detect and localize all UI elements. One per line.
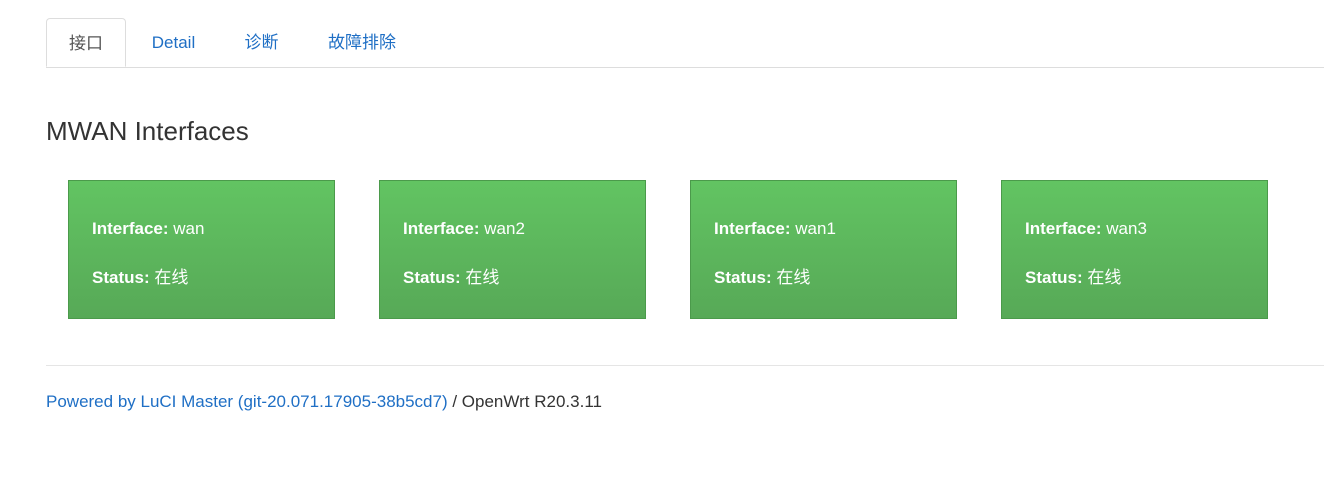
- status-value: 在线: [776, 268, 811, 287]
- status-value: 在线: [465, 268, 500, 287]
- footer-separator: /: [447, 392, 462, 411]
- interface-card-wan: Interface: wan Status: 在线: [68, 180, 335, 319]
- page-title: MWAN Interfaces: [46, 116, 249, 146]
- interface-card-wan1: Interface: wan1 Status: 在线: [690, 180, 957, 319]
- status-value: 在线: [154, 268, 189, 287]
- firmware-version: OpenWrt R20.3.11: [461, 392, 602, 411]
- footer-divider: [46, 365, 1324, 366]
- tab-troubleshooting[interactable]: 故障排除: [328, 33, 396, 52]
- status-label: Status:: [403, 268, 461, 287]
- interface-card-wan2: Interface: wan2 Status: 在线: [379, 180, 646, 319]
- interface-name: wan2: [484, 219, 525, 238]
- interface-name: wan: [173, 219, 205, 238]
- tab-diagnostics[interactable]: 诊断: [244, 33, 279, 52]
- footer: Powered by LuCI Master (git-20.071.17905…: [46, 392, 602, 412]
- status-label: Status:: [92, 268, 150, 287]
- tab-interfaces[interactable]: 接口: [46, 18, 126, 67]
- interface-label: Interface:: [714, 219, 791, 238]
- status-value: 在线: [1087, 268, 1122, 287]
- interface-card-wan3: Interface: wan3 Status: 在线: [1001, 180, 1268, 319]
- interface-label: Interface:: [403, 219, 480, 238]
- interface-label: Interface:: [1025, 219, 1102, 238]
- interface-name: wan3: [1106, 219, 1147, 238]
- status-label: Status:: [714, 268, 772, 287]
- tab-bar: 接口 Detail 诊断 故障排除: [46, 18, 1324, 68]
- luci-link[interactable]: Powered by LuCI Master (git-20.071.17905…: [46, 392, 448, 411]
- tab-detail[interactable]: Detail: [151, 33, 196, 52]
- interface-label: Interface:: [92, 219, 169, 238]
- interface-name: wan1: [795, 219, 836, 238]
- status-label: Status:: [1025, 268, 1083, 287]
